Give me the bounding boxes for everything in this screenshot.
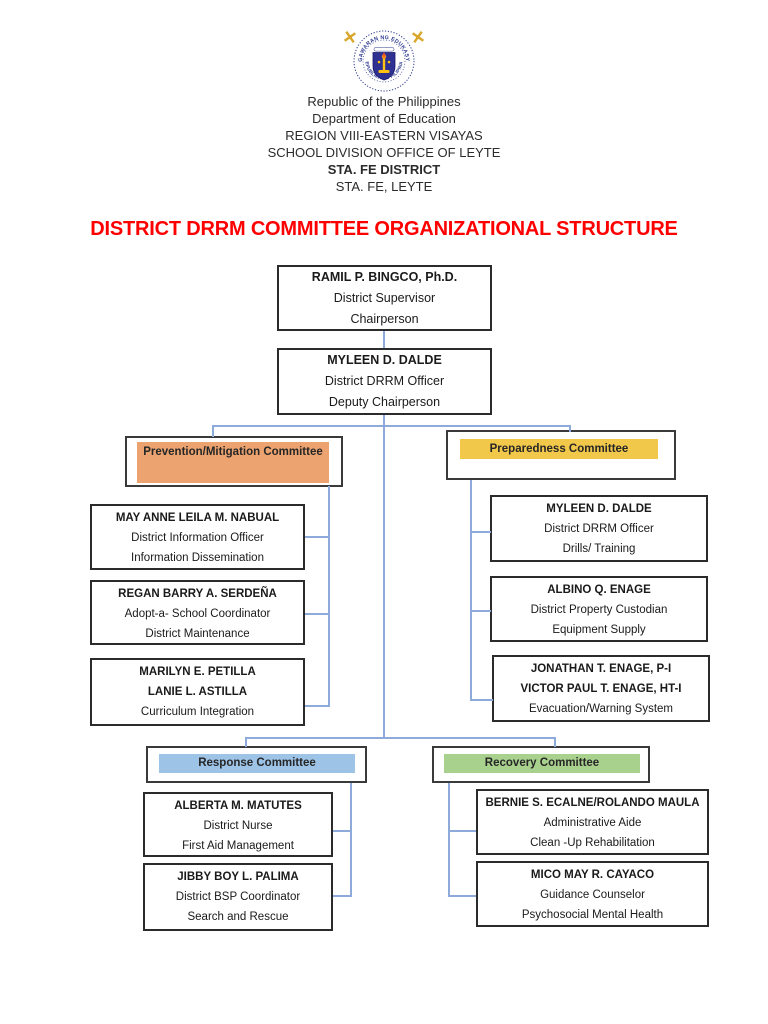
member-role: District Property Custodian (530, 604, 668, 616)
member-box-nabual: MAY ANNE LEILA M. NABUAL District Inform… (90, 504, 305, 570)
member-name: MAY ANNE LEILA M. NABUAL (115, 512, 280, 524)
deputy-name: MYLEEN D. DALDE (327, 353, 442, 367)
member-role: District DRRM Officer (544, 523, 654, 535)
member-duty: District Maintenance (145, 628, 250, 640)
connector-preparedness-spine (470, 480, 472, 701)
member-name: MYLEEN D. DALDE (546, 503, 652, 515)
deputy-duty: Deputy Chairperson (328, 395, 441, 409)
member-name-2: LANIE L. ASTILLA (147, 686, 248, 698)
letterhead-location-line: STA. FE, LEYTE (335, 179, 433, 194)
member-name: BERNIE S. ECALNE/ROLANDO MAULA (485, 797, 700, 809)
member-box-enage-albino: ALBINO Q. ENAGE District Property Custod… (490, 576, 708, 642)
member-duty: Evacuation/Warning System (528, 703, 674, 715)
member-name: JONATHAN T. ENAGE, P-I (530, 663, 672, 675)
member-duty: Psychosocial Mental Health (521, 909, 664, 921)
letterhead: Republic of the Philippines Department o… (0, 93, 768, 195)
recovery-committee-label: Recovery Committee (444, 754, 640, 773)
seal-torch (377, 52, 391, 73)
chairperson-name: RAMIL P. BINGCO, Ph.D. (311, 270, 458, 284)
member-role: District Information Officer (131, 532, 264, 544)
chairperson-box: RAMIL P. BINGCO, Ph.D. District Supervis… (277, 265, 492, 331)
member-duty: Search and Rescue (187, 911, 289, 923)
connector-stub-serdena (305, 613, 330, 615)
letterhead-line: REGION VIII-EASTERN VISAYAS (285, 128, 483, 143)
member-role: Administrative Aide (543, 817, 642, 829)
connector-stub-palima (333, 895, 352, 897)
chairperson-duty: Chairperson (350, 312, 419, 326)
member-duty: Clean -Up Rehabilitation (530, 837, 655, 849)
member-box-enage-jonathan-victor: JONATHAN T. ENAGE, P-I VICTOR PAUL T. EN… (492, 655, 710, 722)
page-title: DISTRICT DRRM COMMITTEE ORGANIZATIONAL S… (90, 218, 678, 240)
connector-center-trunk (383, 415, 385, 739)
member-role: Guidance Counselor (540, 889, 645, 901)
member-role: District BSP Coordinator (175, 891, 301, 903)
connector-drop-response (245, 737, 247, 747)
letterhead-district-line: STA. FE DISTRICT (327, 162, 441, 177)
connector-drop-recovery (554, 737, 556, 747)
connector-stub-matutes (333, 830, 352, 832)
connector-chair-to-deputy (383, 331, 385, 348)
connector-drop-prevention (212, 425, 214, 437)
member-name: ALBERTA M. MATUTES (174, 800, 302, 812)
response-committee-header: Response Committee (146, 746, 367, 783)
chairperson-role: District Supervisor (333, 291, 436, 305)
connector-stub-cayaco (448, 895, 476, 897)
member-duty: First Aid Management (182, 840, 294, 852)
member-box-serdena: REGAN BARRY A. SERDEÑA Adopt-a- School C… (90, 580, 305, 645)
seal-left-ornament (343, 30, 357, 44)
member-box-palima: JIBBY BOY L. PALIMA District BSP Coordin… (143, 863, 333, 931)
seal-right-ornament (411, 30, 425, 44)
letterhead-line: Department of Education (312, 111, 456, 126)
connector-stub-ecalne (448, 830, 476, 832)
member-name: MICO MAY R. CAYACO (530, 869, 655, 881)
connector-response-spine (350, 783, 352, 897)
member-name-2: VICTOR PAUL T. ENAGE, HT-I (520, 683, 682, 695)
member-duty: Equipment Supply (552, 624, 646, 636)
connector-drop-preparedness (569, 425, 571, 432)
connector-bottom-branch (246, 737, 556, 739)
member-name: ALBINO Q. ENAGE (547, 584, 651, 596)
member-role: District Nurse (203, 820, 273, 832)
preparedness-committee-label: Preparedness Committee (460, 439, 658, 459)
letterhead-line: SCHOOL DIVISION OFFICE OF LEYTE (267, 145, 501, 160)
response-committee-label: Response Committee (159, 754, 355, 773)
connector-stub-enage2 (470, 699, 493, 701)
letterhead-line: Republic of the Philippines (307, 94, 461, 109)
prevention-committee-label: Prevention/Mitigation Committee (137, 442, 329, 483)
member-name: REGAN BARRY A. SERDEÑA (118, 588, 277, 600)
connector-recovery-spine (448, 783, 450, 897)
member-duty: Drills/ Training (562, 543, 636, 555)
prevention-committee-header: Prevention/Mitigation Committee (125, 436, 343, 487)
connector-stub-nabual (305, 536, 330, 538)
connector-prevention-spine (328, 486, 330, 707)
deputy-chairperson-box: MYLEEN D. DALDE District DRRM Officer De… (277, 348, 492, 415)
member-role: Adopt-a- School Coordinator (124, 608, 271, 620)
connector-stub-dalde (470, 531, 491, 533)
member-duty: Curriculum Integration (140, 706, 255, 718)
member-box-cayaco: MICO MAY R. CAYACO Guidance Counselor Ps… (476, 861, 709, 927)
member-box-dalde: MYLEEN D. DALDE District DRRM Officer Dr… (490, 495, 708, 562)
member-name: MARILYN E. PETILLA (139, 666, 256, 678)
recovery-committee-header: Recovery Committee (432, 746, 650, 783)
connector-top-branch (213, 425, 571, 427)
preparedness-committee-header: Preparedness Committee (446, 430, 676, 480)
member-box-matutes: ALBERTA M. MATUTES District Nurse First … (143, 792, 333, 857)
seal-banner (373, 47, 395, 52)
member-box-ecalne-maula: BERNIE S. ECALNE/ROLANDO MAULA Administr… (476, 789, 709, 855)
connector-stub-enage (470, 610, 491, 612)
deped-seal-logo: KAGAWARAN NG EDUKASYON REPUBLIKA NG PILI… (336, 26, 425, 92)
member-box-petilla-astilla: MARILYN E. PETILLA LANIE L. ASTILLA Curr… (90, 658, 305, 726)
member-duty: Information Dissemination (131, 552, 264, 564)
deputy-role: District DRRM Officer (324, 374, 445, 388)
connector-stub-petilla (305, 705, 330, 707)
member-name: JIBBY BOY L. PALIMA (177, 871, 299, 883)
